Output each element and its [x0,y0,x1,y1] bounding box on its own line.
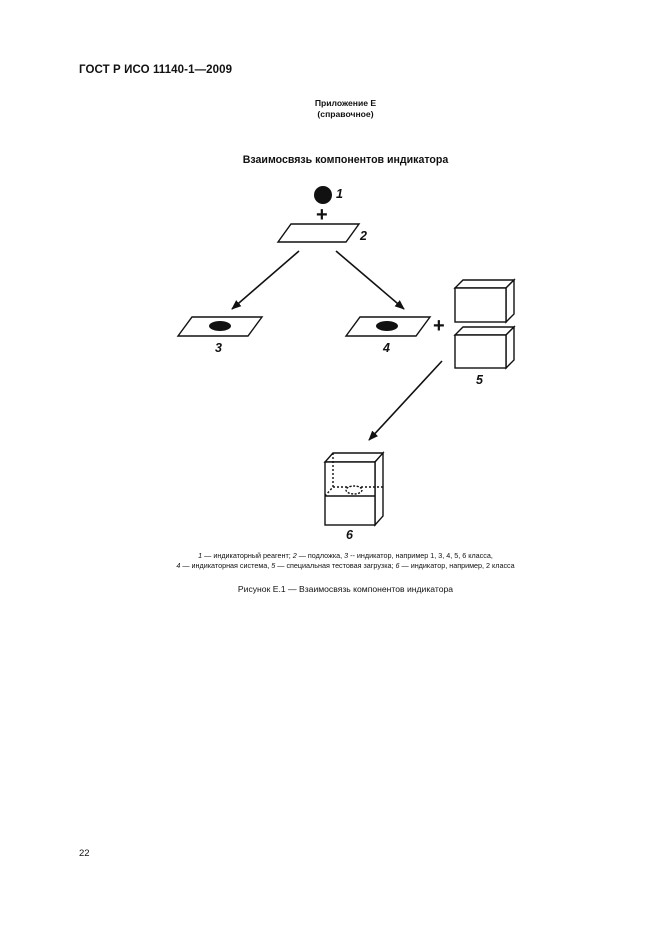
test-load-bottom-box [453,325,516,370]
legend-text: -- индикатор, например 1, 3, 4, 5, 6 кла… [348,551,493,560]
section-title: Взаимосвязь компонентов индикатора [242,154,449,166]
figure-caption: Рисунок Е.1 — Взаимосвязь компонентов ин… [237,584,454,594]
legend-num: 6 [395,561,400,570]
legend-text: — индикатор, например, 2 класса [399,561,515,570]
arrow-to-system [335,250,405,310]
arrow-to-result [368,360,443,441]
plus-sign-right: + [433,315,445,337]
legend-num: 2 [292,551,297,560]
test-load-top-box [453,278,516,324]
label-system: 4 [382,341,390,355]
annex-note: (справочное) [317,109,374,119]
legend-text: — подложка, [296,551,345,560]
legend-line-1: 1 — индикаторный реагент; 2 — подложка, … [30,551,661,561]
arrow-to-indicator [231,250,300,310]
legend-text: — индикаторный реагент; [202,551,293,560]
system-spot [376,321,398,331]
annex-heading: Приложение Е (справочное) [0,98,661,120]
legend-text: — специальная тестовая загрузка; [275,561,396,570]
label-indicator: 3 [215,341,222,355]
reagent-dot [314,186,332,204]
legend-num: 1 [198,551,203,560]
label-result: 6 [346,528,354,542]
label-load: 5 [476,373,484,387]
substrate-plate [276,223,361,243]
legend-line-2: 4 — индикаторная система, 5 — специальна… [30,561,661,571]
legend-num: 3 [344,551,349,560]
figure-legend: 1 — индикаторный реагент; 2 — подложка, … [0,551,661,571]
indicator-spot [209,321,231,331]
document-header: ГОСТ Р ИСО 11140-1—2009 [79,64,233,76]
legend-num: 5 [271,561,276,570]
annex-title: Приложение Е [314,98,377,108]
legend-text: — индикаторная система, [180,561,272,570]
label-reagent: 1 [336,187,343,201]
plus-sign-top: + [316,204,328,226]
assembled-indicator [323,451,385,527]
page-number: 22 [79,848,90,859]
label-substrate: 2 [359,229,367,243]
legend-num: 4 [176,561,181,570]
